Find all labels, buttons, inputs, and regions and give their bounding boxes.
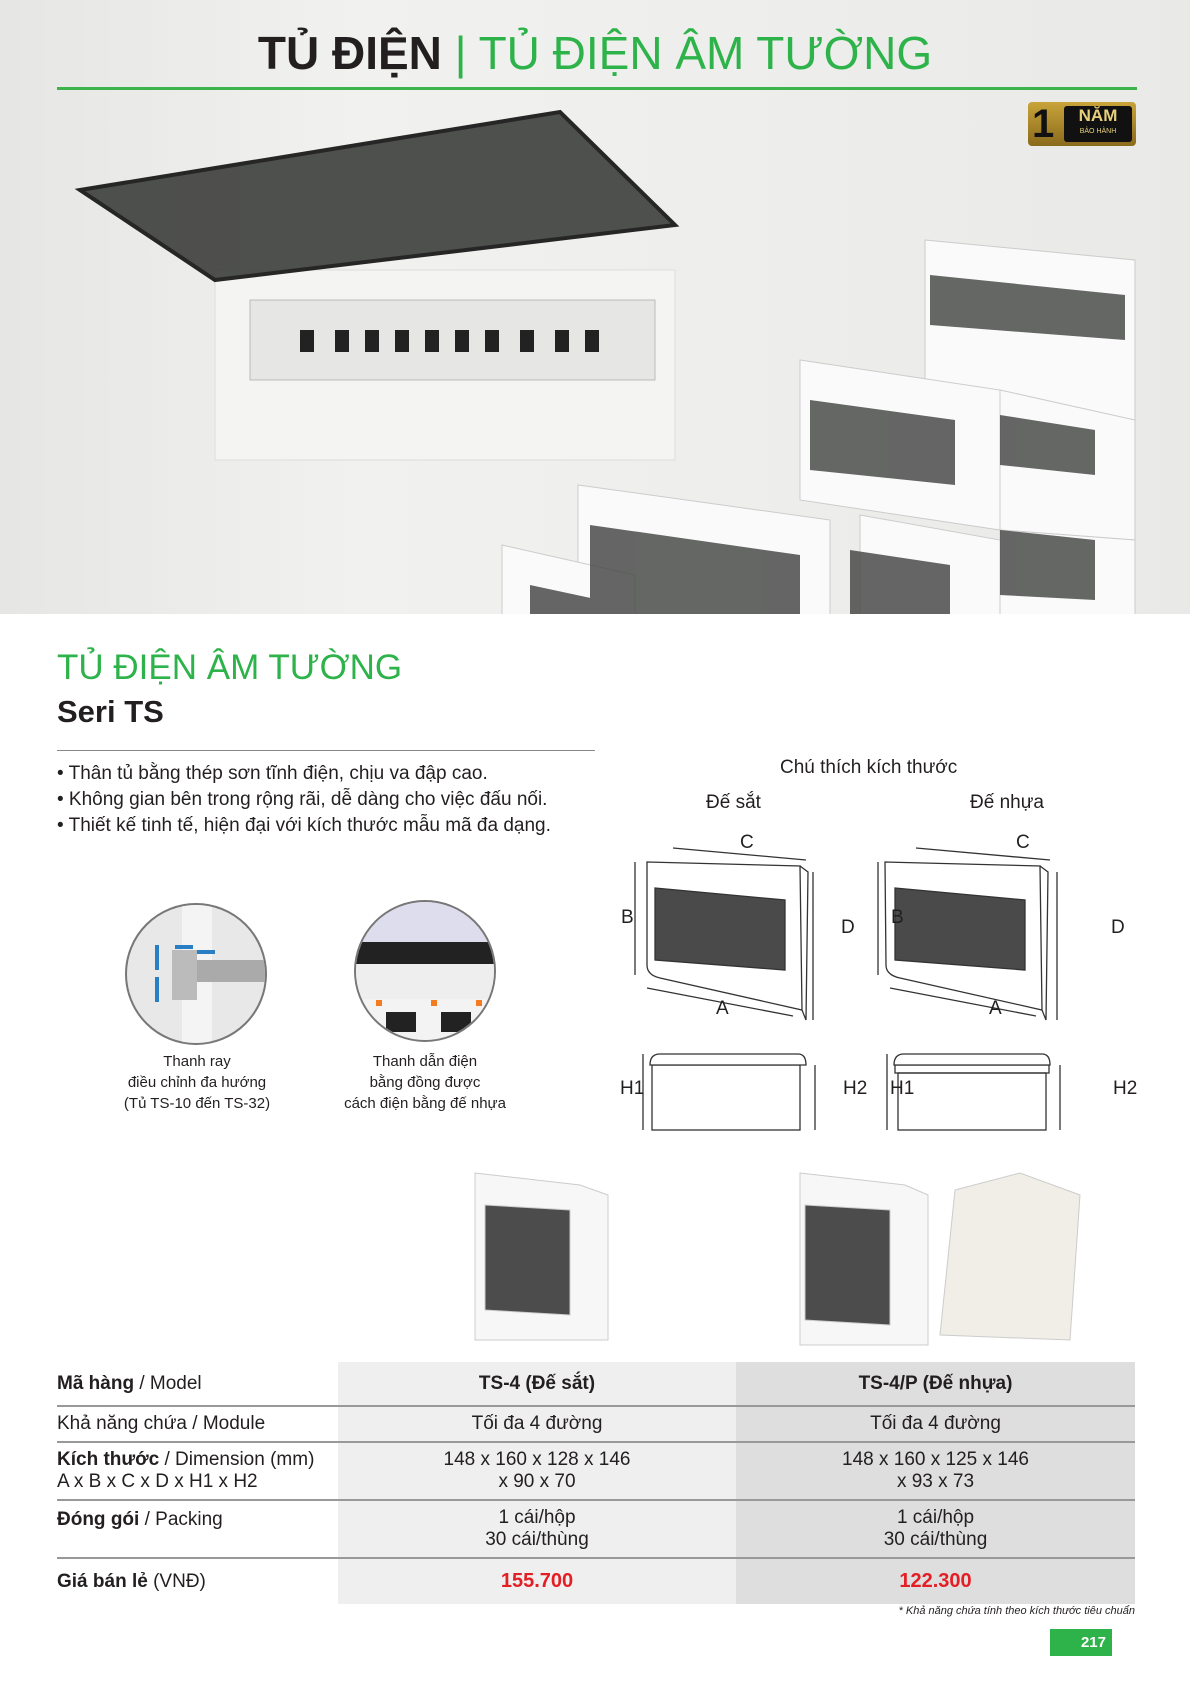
price-plastic: 122.300 (899, 1570, 972, 1592)
product-category: TỦ ĐIỆN ÂM TƯỜNG (57, 648, 403, 687)
dim-label-d: D (1111, 917, 1125, 938)
hero-photo (0, 0, 1190, 726)
plastic-base-label: Đế nhựa (970, 792, 1044, 813)
dim-label-c: C (1016, 832, 1030, 853)
product-series: Seri TS (57, 694, 164, 729)
table-row: Kích thước / Dimension (mm)A x B x C x D… (57, 1442, 1135, 1501)
dimension-title: Chú thích kích thước (780, 757, 958, 778)
dim-label-c: C (740, 832, 754, 853)
busbar-detail-image (354, 900, 496, 1042)
model-plastic: TS-4/P (Đế nhựa) (858, 1372, 1013, 1394)
dim-label-h2: H2 (843, 1078, 868, 1099)
price-steel: 155.700 (500, 1570, 574, 1592)
steel-base-label: Đế sắt (706, 792, 761, 813)
dim-label-h1: H1 (890, 1078, 915, 1099)
dim-label-a: A (716, 998, 729, 1019)
title-separator: | (454, 27, 467, 79)
title-sub: TỦ ĐIỆN ÂM TƯỜNG (478, 27, 933, 79)
dim-label-h2: H2 (1113, 1078, 1138, 1099)
title-main: TỦ ĐIỆN (257, 27, 442, 79)
dim-label-b: B (621, 907, 634, 928)
feature-item: • Không gian bên trong rộng rãi, dễ dàng… (57, 789, 548, 810)
dimension-diagrams (634, 847, 1061, 1131)
footnote: * Khả năng chứa tính theo kích thước tiê… (898, 1605, 1135, 1617)
cabinet-product-photo (74, 109, 1136, 726)
warranty-text: BẢO HÀNH (1079, 128, 1117, 135)
warranty-badge: 1 NĂM BẢO HÀNH (1028, 102, 1136, 146)
warranty-year-label: NĂM (1078, 106, 1118, 125)
page-title: TỦ ĐIỆN | TỦ ĐIỆN ÂM TƯỜNG (0, 26, 1190, 80)
divider (57, 750, 595, 751)
dim-label-d: D (841, 917, 855, 938)
feature-item: • Thiết kế tinh tế, hiện đại với kích th… (57, 815, 551, 836)
product-images (474, 1172, 1081, 1346)
title-underline (57, 87, 1137, 90)
feature-item: • Thân tủ bằng thép sơn tĩnh điện, chịu … (57, 763, 488, 784)
dim-label-a: A (989, 998, 1002, 1019)
dim-label-h1: H1 (620, 1078, 645, 1099)
dim-label-b: B (891, 907, 904, 928)
warranty-years: 1 (1032, 102, 1055, 146)
model-steel: TS-4 (Đế sắt) (478, 1372, 596, 1394)
din-rail-detail-image (125, 903, 267, 1045)
page-number: 217 (1050, 1629, 1112, 1656)
